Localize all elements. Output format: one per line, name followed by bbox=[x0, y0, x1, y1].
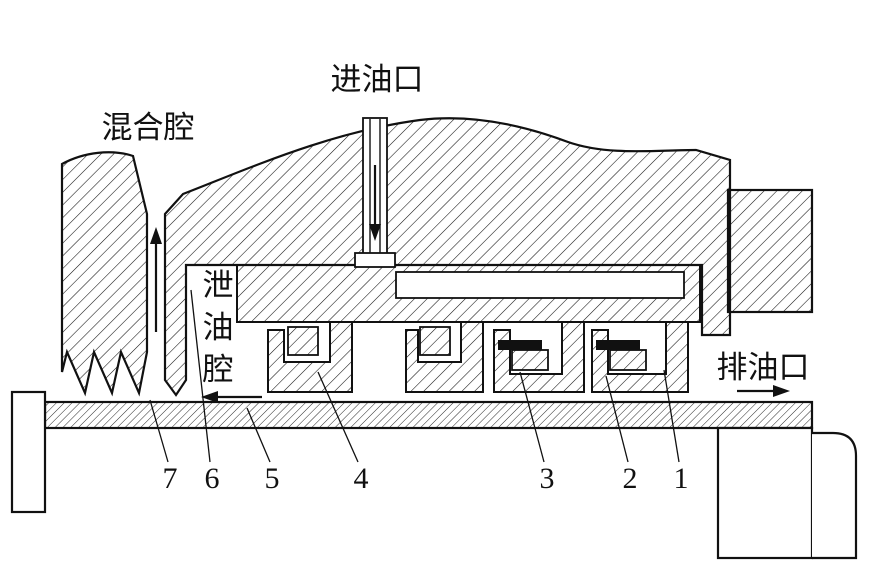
mixing-chamber-flow-arrow bbox=[150, 227, 162, 332]
shaft-sleeve bbox=[43, 400, 814, 430]
label-drain-chamber-char-3: 腔 bbox=[203, 352, 234, 387]
part-number-6: 6 bbox=[205, 462, 220, 495]
part-number-5: 5 bbox=[265, 462, 280, 495]
shaft-shoulder-stub bbox=[812, 431, 858, 560]
outlet-flow-arrow bbox=[737, 385, 790, 397]
seal-ring-group-c-seal-bar bbox=[498, 340, 542, 350]
seal-ring-group-a-insert bbox=[287, 326, 319, 356]
inlet-tube-collar bbox=[354, 252, 396, 268]
left-gland-block bbox=[60, 151, 149, 397]
oil-gallery-slot bbox=[395, 271, 685, 299]
part-number-1: 1 bbox=[674, 462, 689, 495]
leader-line-1 bbox=[663, 369, 680, 463]
leader-line-5 bbox=[246, 407, 271, 463]
housing-body bbox=[163, 117, 732, 397]
seal-ring-group-d-insert bbox=[609, 349, 647, 371]
label-mixing-chamber: 混合腔 bbox=[102, 110, 195, 145]
leader-line-2 bbox=[605, 375, 629, 463]
part-number-3: 3 bbox=[540, 462, 555, 495]
part-number-4: 4 bbox=[354, 462, 369, 495]
leader-line-7 bbox=[149, 399, 169, 463]
label-oil-outlet: 排油口 bbox=[717, 350, 810, 385]
shaft-end-cylinder bbox=[716, 426, 814, 560]
right-end-block bbox=[726, 188, 814, 314]
seal-ring-group-b-insert bbox=[419, 326, 451, 356]
leader-line-4 bbox=[317, 371, 359, 463]
inlet-flow-arrow bbox=[369, 165, 381, 241]
part-number-2: 2 bbox=[623, 462, 638, 495]
seal-ring-group-d-seal-bar bbox=[596, 340, 640, 350]
label-oil-inlet: 进油口 bbox=[331, 62, 424, 97]
seal-ring-group-b bbox=[405, 321, 484, 393]
seal-ring-group-c-insert bbox=[511, 349, 549, 371]
drain-flow-arrow bbox=[201, 391, 262, 403]
left-end-bracket bbox=[10, 390, 47, 514]
label-drain-chamber-char-1: 泄 bbox=[203, 268, 234, 303]
leader-line-3 bbox=[519, 371, 545, 463]
part-number-7: 7 bbox=[163, 462, 178, 495]
leader-line-6 bbox=[190, 289, 211, 463]
seal-ring-group-a bbox=[267, 321, 353, 393]
label-drain-chamber-char-2: 油 bbox=[203, 310, 234, 345]
